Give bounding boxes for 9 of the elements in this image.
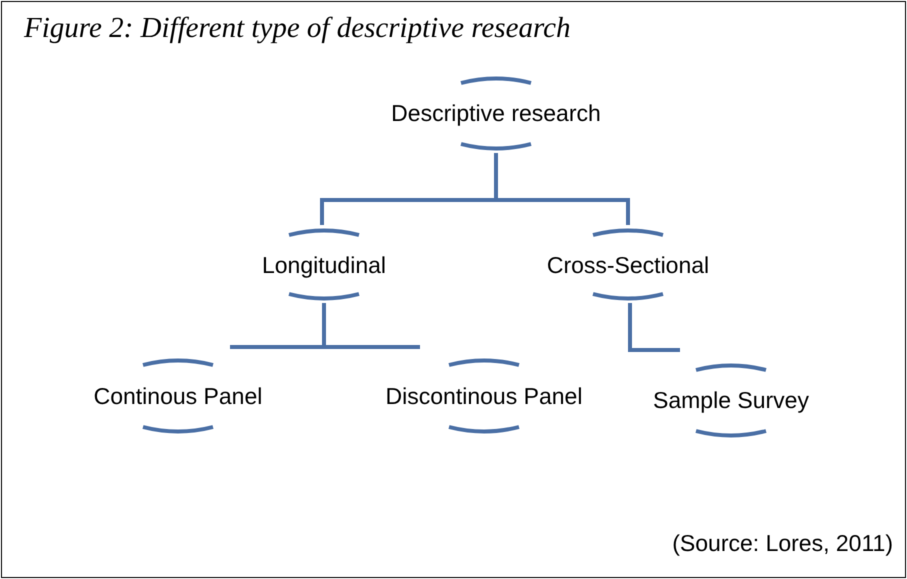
node-label: Cross-Sectional — [546, 251, 710, 279]
node-label: Discontinous Panel — [384, 382, 584, 410]
figure-title: Figure 2: Different type of descriptive research — [24, 12, 571, 45]
source-note: (Source: Lores, 2011) — [672, 530, 893, 557]
node-label: Sample Survey — [652, 386, 810, 414]
node-label: Continous Panel — [92, 382, 264, 410]
node-label: Descriptive research — [390, 99, 602, 127]
node-label: Longitudinal — [260, 251, 388, 279]
connector-line — [628, 303, 680, 352]
